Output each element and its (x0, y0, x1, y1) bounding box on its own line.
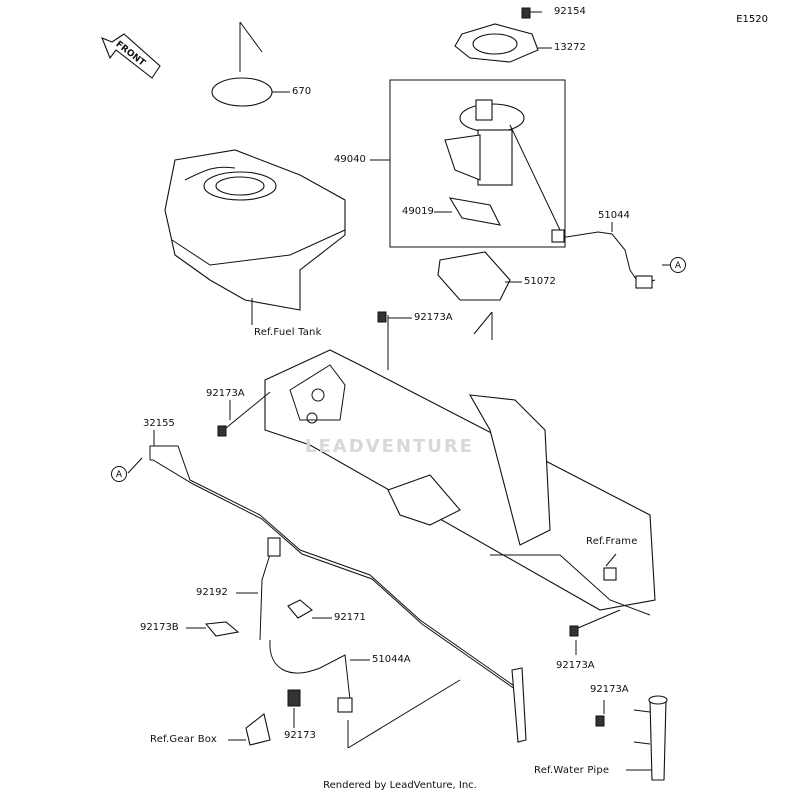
label-ref-water-pipe: Ref.Water Pipe (534, 765, 610, 776)
water-pipe (633, 695, 668, 781)
label-49040: 49040 (334, 154, 366, 165)
footer-credit: Rendered by LeadVenture, Inc. (323, 780, 477, 791)
label-92173A-top: 92173A (414, 312, 453, 323)
fuel-line-32155 (149, 445, 521, 691)
clip-92173A-bottom (595, 715, 605, 727)
clamp-92173B (204, 621, 240, 637)
label-670: 670 (292, 86, 312, 97)
fuel-pump (444, 99, 525, 186)
hose-92192 (259, 547, 273, 641)
label-13272: 13272 (554, 42, 586, 53)
label-51072: 51072 (524, 276, 556, 287)
label-92154: 92154 (554, 6, 586, 17)
bolt-icon (521, 7, 542, 19)
label-92173A-bottom: 92173A (590, 684, 629, 695)
watermark-text: LEADVENTURE (305, 436, 474, 457)
clip-92173A-top (377, 311, 387, 323)
label-92171: 92171 (334, 612, 366, 623)
label-32155: 32155 (143, 418, 175, 429)
fuel-pump-assembly-box (389, 79, 566, 248)
pump-guard (437, 251, 511, 301)
label-92173B: 92173B (140, 622, 179, 633)
pump-plate (454, 23, 539, 63)
frame-shape (264, 349, 656, 616)
clip-92173A-right (569, 625, 579, 637)
fuel-filter (448, 197, 501, 226)
label-ref-fuel-tank: Ref.Fuel Tank (254, 327, 322, 338)
clip-92173A-left (217, 425, 227, 437)
label-ref-frame: Ref.Frame (586, 536, 638, 547)
label-92173: 92173 (284, 730, 316, 741)
callout-a-bottom: A (111, 466, 127, 482)
clip-92173 (287, 689, 301, 707)
clamp-92171 (287, 599, 313, 619)
gear-box-bracket (245, 713, 271, 746)
label-49019: 49019 (402, 206, 434, 217)
gasket-ring (211, 77, 273, 107)
fuel-tank-shape (164, 149, 346, 311)
label-51044A: 51044A (372, 654, 411, 665)
diagram-code: E1520 (736, 14, 768, 25)
label-92173A-left: 92173A (206, 388, 245, 399)
label-ref-gear-box: Ref.Gear Box (150, 734, 217, 745)
label-92192: 92192 (196, 587, 228, 598)
callout-a-top: A (670, 257, 686, 273)
label-51044: 51044 (598, 210, 630, 221)
label-92173A-right: 92173A (556, 660, 595, 671)
front-arrow-icon (101, 33, 161, 79)
